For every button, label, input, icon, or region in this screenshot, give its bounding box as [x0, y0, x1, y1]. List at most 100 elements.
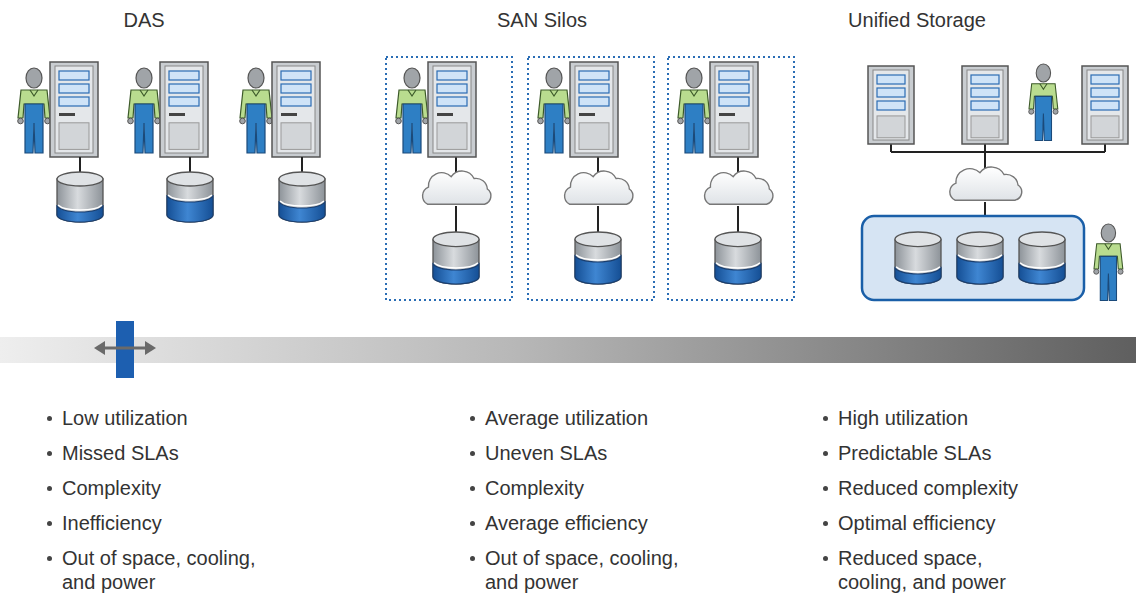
storage-pool — [862, 216, 1084, 300]
disk-icon — [1019, 232, 1065, 284]
bullet-item: Uneven SLAs — [485, 441, 685, 465]
server-icon — [570, 62, 618, 157]
server-icon — [1091, 88, 1119, 97]
person-icon — [396, 118, 402, 124]
bullet-item: Complexity — [485, 476, 685, 500]
slider-arrow — [145, 341, 156, 355]
server-icon — [715, 66, 753, 153]
connection-wire — [455, 206, 457, 234]
server-icon — [579, 113, 595, 116]
disk-icon — [280, 201, 324, 206]
server-icon — [437, 97, 467, 106]
column-heading: Unified Storage — [807, 8, 1027, 32]
person-icon — [135, 104, 153, 153]
server-icon — [169, 71, 199, 80]
person-icon — [247, 104, 265, 153]
bullet-item: Missed SLAs — [62, 441, 262, 465]
person-icon — [545, 104, 563, 153]
disk-icon — [715, 232, 761, 247]
server-icon — [877, 75, 905, 84]
server-icon — [710, 62, 758, 157]
person-icon — [1100, 256, 1116, 300]
disk-icon — [575, 255, 621, 284]
network-cloud — [565, 171, 633, 204]
disk-icon — [576, 255, 620, 260]
connection-wire — [890, 144, 892, 152]
disk-icon — [433, 263, 479, 284]
server-icon — [428, 62, 476, 157]
server-icon — [579, 123, 609, 150]
server-icon — [169, 123, 199, 150]
person-icon — [1094, 224, 1123, 301]
column-heading: DAS — [34, 8, 254, 32]
disk-icon — [715, 232, 761, 284]
disk-icon — [1019, 232, 1065, 247]
person-icon — [1040, 84, 1047, 89]
server-icon — [1087, 70, 1123, 140]
disk-icon — [957, 232, 1003, 284]
person-icon — [240, 118, 246, 124]
server-icon — [868, 66, 914, 144]
disk-icon — [1020, 263, 1064, 268]
person-icon — [403, 104, 421, 153]
server-icon — [868, 66, 914, 144]
person-icon — [25, 104, 43, 153]
server-icon — [50, 62, 98, 157]
server-icon — [169, 84, 199, 93]
server-icon — [437, 123, 467, 150]
server-icon — [1091, 75, 1119, 84]
server-icon — [59, 97, 89, 106]
server-icon — [719, 84, 749, 93]
server-icon — [570, 62, 618, 157]
disk-icon — [58, 205, 102, 210]
server-icon — [281, 84, 311, 93]
connection-wire — [737, 206, 739, 234]
server-icon — [55, 66, 93, 153]
bullet-item: Optimal efficiency — [838, 511, 1038, 535]
server-icon — [272, 62, 320, 157]
person-icon — [1029, 64, 1058, 141]
scale-bar — [0, 337, 1136, 363]
person-icon — [404, 68, 420, 88]
person-icon — [26, 68, 42, 88]
disk-icon — [57, 205, 103, 222]
server-icon — [971, 101, 999, 110]
connection-wire — [891, 151, 1105, 153]
disk-icon — [895, 232, 941, 247]
server-icon — [165, 66, 203, 153]
slider-arrow — [94, 341, 105, 355]
disk-icon — [715, 263, 761, 284]
bullet-item: High utilization — [838, 406, 1038, 430]
person-icon — [1094, 269, 1099, 274]
server-icon — [719, 97, 749, 106]
person-icon — [136, 68, 152, 88]
server-icon — [272, 62, 320, 157]
disk-icon — [433, 232, 479, 284]
server-icon — [59, 123, 89, 150]
person-icon — [546, 68, 562, 88]
server-icon — [50, 62, 98, 157]
connection-wire — [984, 152, 986, 168]
server-icon — [281, 97, 311, 106]
disk-icon — [716, 263, 760, 268]
server-icon — [962, 66, 1008, 144]
connection-wire — [455, 157, 457, 172]
disk-icon — [895, 232, 941, 284]
bullet-item: Out of space, cooling, and power — [62, 546, 262, 594]
person-icon — [408, 90, 416, 96]
disk-icon — [434, 263, 478, 268]
server-icon — [59, 113, 75, 116]
connection-wire — [597, 157, 599, 172]
person-icon — [1053, 109, 1058, 114]
server-icon — [579, 71, 609, 80]
disk-icon — [957, 255, 1003, 284]
disk-icon — [896, 267, 940, 272]
connection-wire — [737, 157, 739, 172]
server-icon — [433, 66, 471, 153]
disk-icon — [167, 172, 213, 186]
server-icon — [437, 113, 453, 116]
person-icon — [690, 90, 698, 96]
column-heading: SAN Silos — [432, 8, 652, 32]
server-icon — [971, 88, 999, 97]
